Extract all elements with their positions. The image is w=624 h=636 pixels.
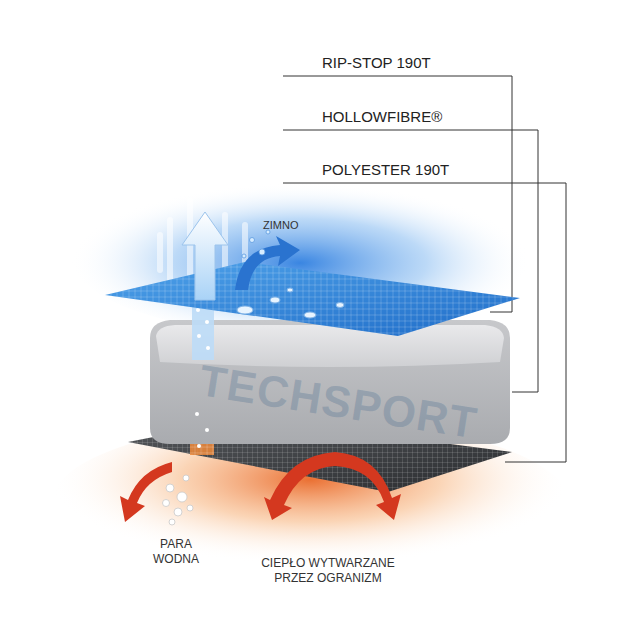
layer-label: POLYESTER 190T [322,161,449,180]
vapour-label: PARA WODNA [145,537,207,567]
layer-label: HOLLOWFIBRE® [322,108,442,127]
layer-label: RIP-STOP 190T [322,54,431,73]
heat-label: CIEPŁO WYTWARZANE PRZEZ OGRANIZM [248,556,408,586]
cold-label: ZIMNO [263,219,298,233]
